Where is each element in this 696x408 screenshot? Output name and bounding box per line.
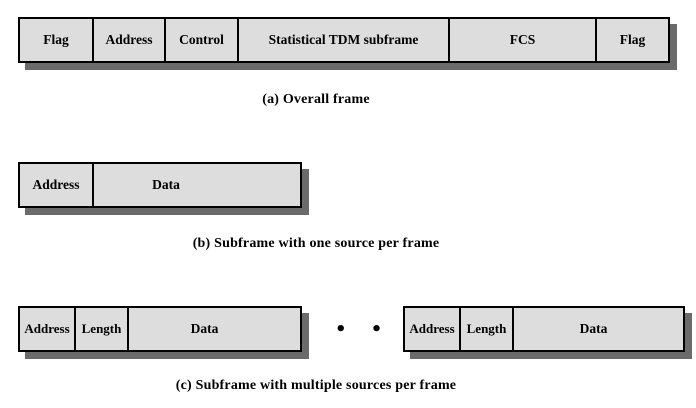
overall-cell-control: Control (166, 19, 239, 61)
cell-label: Data (152, 177, 180, 192)
caption-multi-source: (c) Subframe with multiple sources per f… (175, 378, 457, 393)
multi-left-cell-length: Length (76, 308, 129, 350)
cell-label: Control (179, 32, 224, 47)
caption-overall-frame: (a) Overall frame (262, 92, 370, 107)
cell-label: Data (190, 321, 219, 336)
overall-cell-address: Address (94, 19, 166, 61)
cell-label: Address (32, 177, 80, 192)
ellipsis-dots: • • • (335, 319, 428, 340)
multi-right-cell-address: Address (405, 308, 461, 350)
overall-cell-tdm-subframe: Statistical TDM subframe (239, 19, 450, 61)
single-cell-address: Address (20, 164, 94, 206)
cell-label: Length (466, 321, 507, 336)
single-source-subframe: Address Data (18, 162, 302, 208)
overall-frame: Flag Address Control Statistical TDM sub… (18, 17, 670, 63)
multi-left-cell-address: Address (20, 308, 76, 350)
cell-label: FCS (509, 32, 536, 47)
cell-label: Data (579, 321, 608, 336)
multi-right-cell-length: Length (461, 308, 514, 350)
cell-label: Flag (619, 32, 646, 47)
cell-label: Address (24, 321, 70, 336)
multi-left-cell-data: Data (129, 308, 300, 350)
caption-single-source: (b) Subframe with one source per frame (192, 236, 440, 251)
multi-source-subframe-right: Address Length Data (403, 306, 685, 352)
cell-label: Address (105, 32, 153, 47)
single-cell-data: Data (94, 164, 300, 206)
cell-label: Address (409, 321, 455, 336)
overall-cell-fcs: FCS (450, 19, 597, 61)
multi-right-cell-data: Data (514, 308, 683, 350)
cell-label: Length (81, 321, 122, 336)
overall-cell-flag-end: Flag (597, 19, 668, 61)
cell-label: Statistical TDM subframe (268, 32, 419, 47)
multi-source-subframe-left: Address Length Data (18, 306, 302, 352)
cell-label: Flag (43, 32, 69, 47)
overall-cell-flag-start: Flag (20, 19, 94, 61)
